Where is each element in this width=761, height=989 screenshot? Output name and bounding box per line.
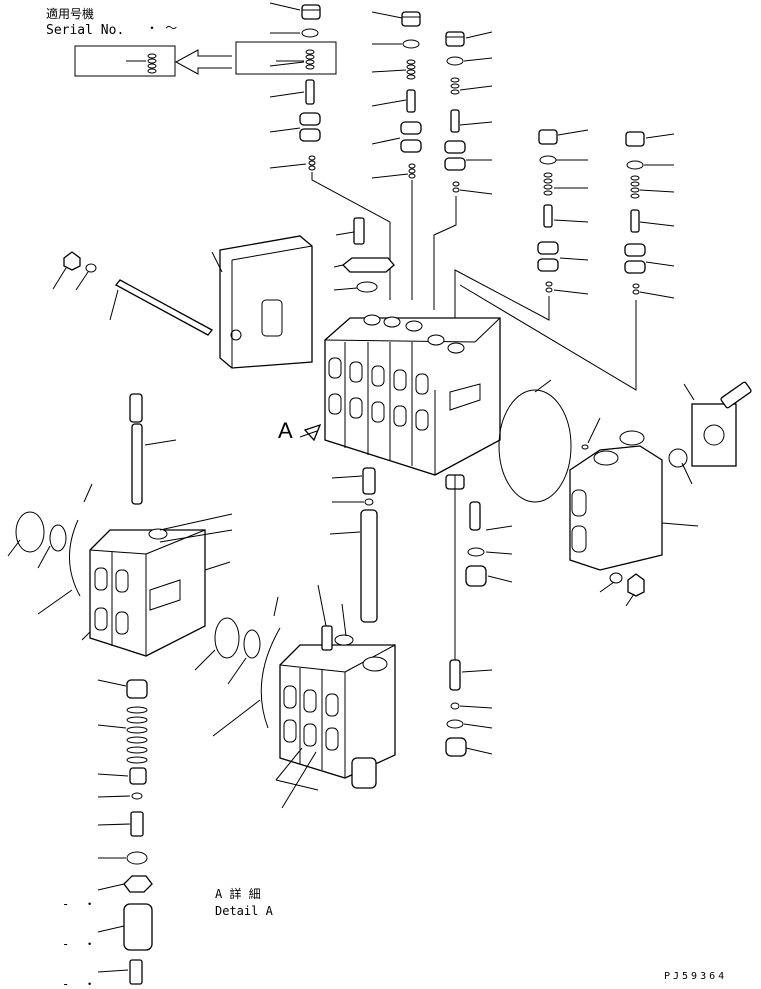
bolt-icon	[720, 381, 752, 409]
nut-icon	[63, 251, 81, 271]
tie-rod-icon	[115, 279, 213, 336]
left-lower-parts-stack	[97, 679, 153, 985]
plug-icon	[445, 31, 465, 47]
pin-icon	[630, 209, 640, 233]
washer-icon	[609, 572, 623, 584]
legend-mark-2: - ・	[62, 937, 96, 951]
spring-icon	[147, 53, 157, 74]
plug-icon	[538, 129, 558, 145]
center-spool-parts	[329, 467, 378, 623]
flange-icon	[342, 257, 395, 273]
serial-box-right	[235, 41, 337, 75]
spring-icon	[630, 175, 640, 199]
left-valve-block	[7, 393, 233, 657]
spool-parts-column-4	[454, 129, 589, 330]
spring-icon	[545, 281, 553, 293]
end-cover-icon	[219, 235, 313, 369]
relief-valve-parts	[445, 475, 513, 757]
boss-icons	[363, 314, 465, 354]
detail-a-label-en: Detail A	[215, 904, 273, 918]
o-ring-icon	[356, 281, 378, 293]
o-ring-icon	[626, 160, 644, 170]
applicable-serial-label-jp: 適用号機	[46, 7, 95, 21]
o-ring-icon	[446, 56, 464, 66]
piston-icon	[299, 112, 321, 142]
piston-icon	[444, 140, 466, 171]
piston-icon	[624, 243, 646, 274]
cover-plate-icon	[691, 403, 737, 467]
large-o-ring-icon	[498, 389, 572, 503]
washer-icon	[85, 263, 97, 273]
spring-icon	[632, 283, 640, 295]
serial-arrow-icon	[174, 49, 232, 75]
bolt-icon	[129, 959, 143, 985]
spool-parts-column-2	[371, 11, 422, 300]
pin-icon	[305, 79, 315, 105]
right-end-cover-assembly	[498, 379, 752, 607]
piston-icon	[537, 241, 559, 272]
drawing-code: PJ59364	[664, 971, 728, 982]
legend-mark-1: - ・	[62, 897, 96, 911]
o-ring-icon	[539, 155, 557, 165]
plug-icon	[625, 131, 645, 147]
serial-number-label: Serial No.	[46, 23, 125, 38]
bolt-icon	[353, 217, 365, 245]
nut-icon	[627, 573, 645, 597]
view-a-marker: A	[278, 418, 293, 443]
spool-parts-column-3	[433, 31, 493, 310]
pin-icon	[450, 109, 460, 133]
end-cover-assembly	[52, 217, 395, 369]
spring-icon	[406, 59, 416, 80]
o-ring-icon	[402, 39, 420, 49]
o-ring-icon	[668, 448, 688, 468]
port-icons	[328, 357, 429, 431]
spring-icon	[452, 181, 460, 193]
plug-icon	[401, 11, 421, 27]
serial-range-tilde: ・ ～	[146, 21, 178, 35]
main-valve-block	[299, 314, 501, 490]
o-ring-icon	[301, 28, 319, 38]
pin-icon	[406, 89, 416, 113]
spool-parts-column-5	[459, 131, 675, 391]
spring-icon	[126, 706, 148, 764]
end-cover-icon	[569, 445, 663, 571]
spring-icon	[450, 77, 460, 95]
serial-reference-group	[74, 41, 337, 77]
spring-icon	[408, 163, 416, 179]
spring-icon	[308, 155, 316, 171]
middle-valve-block	[194, 584, 396, 809]
detail-a-label-jp: A 詳 細	[215, 887, 261, 901]
legend-mark-3: - ・	[62, 977, 96, 989]
spring-icon	[543, 172, 553, 196]
pin-icon	[543, 204, 553, 228]
piston-icon	[400, 121, 422, 153]
bolt-icon	[130, 811, 144, 837]
spring-icon	[305, 49, 315, 70]
plug-icon	[301, 4, 321, 20]
serial-box-left	[74, 45, 176, 77]
